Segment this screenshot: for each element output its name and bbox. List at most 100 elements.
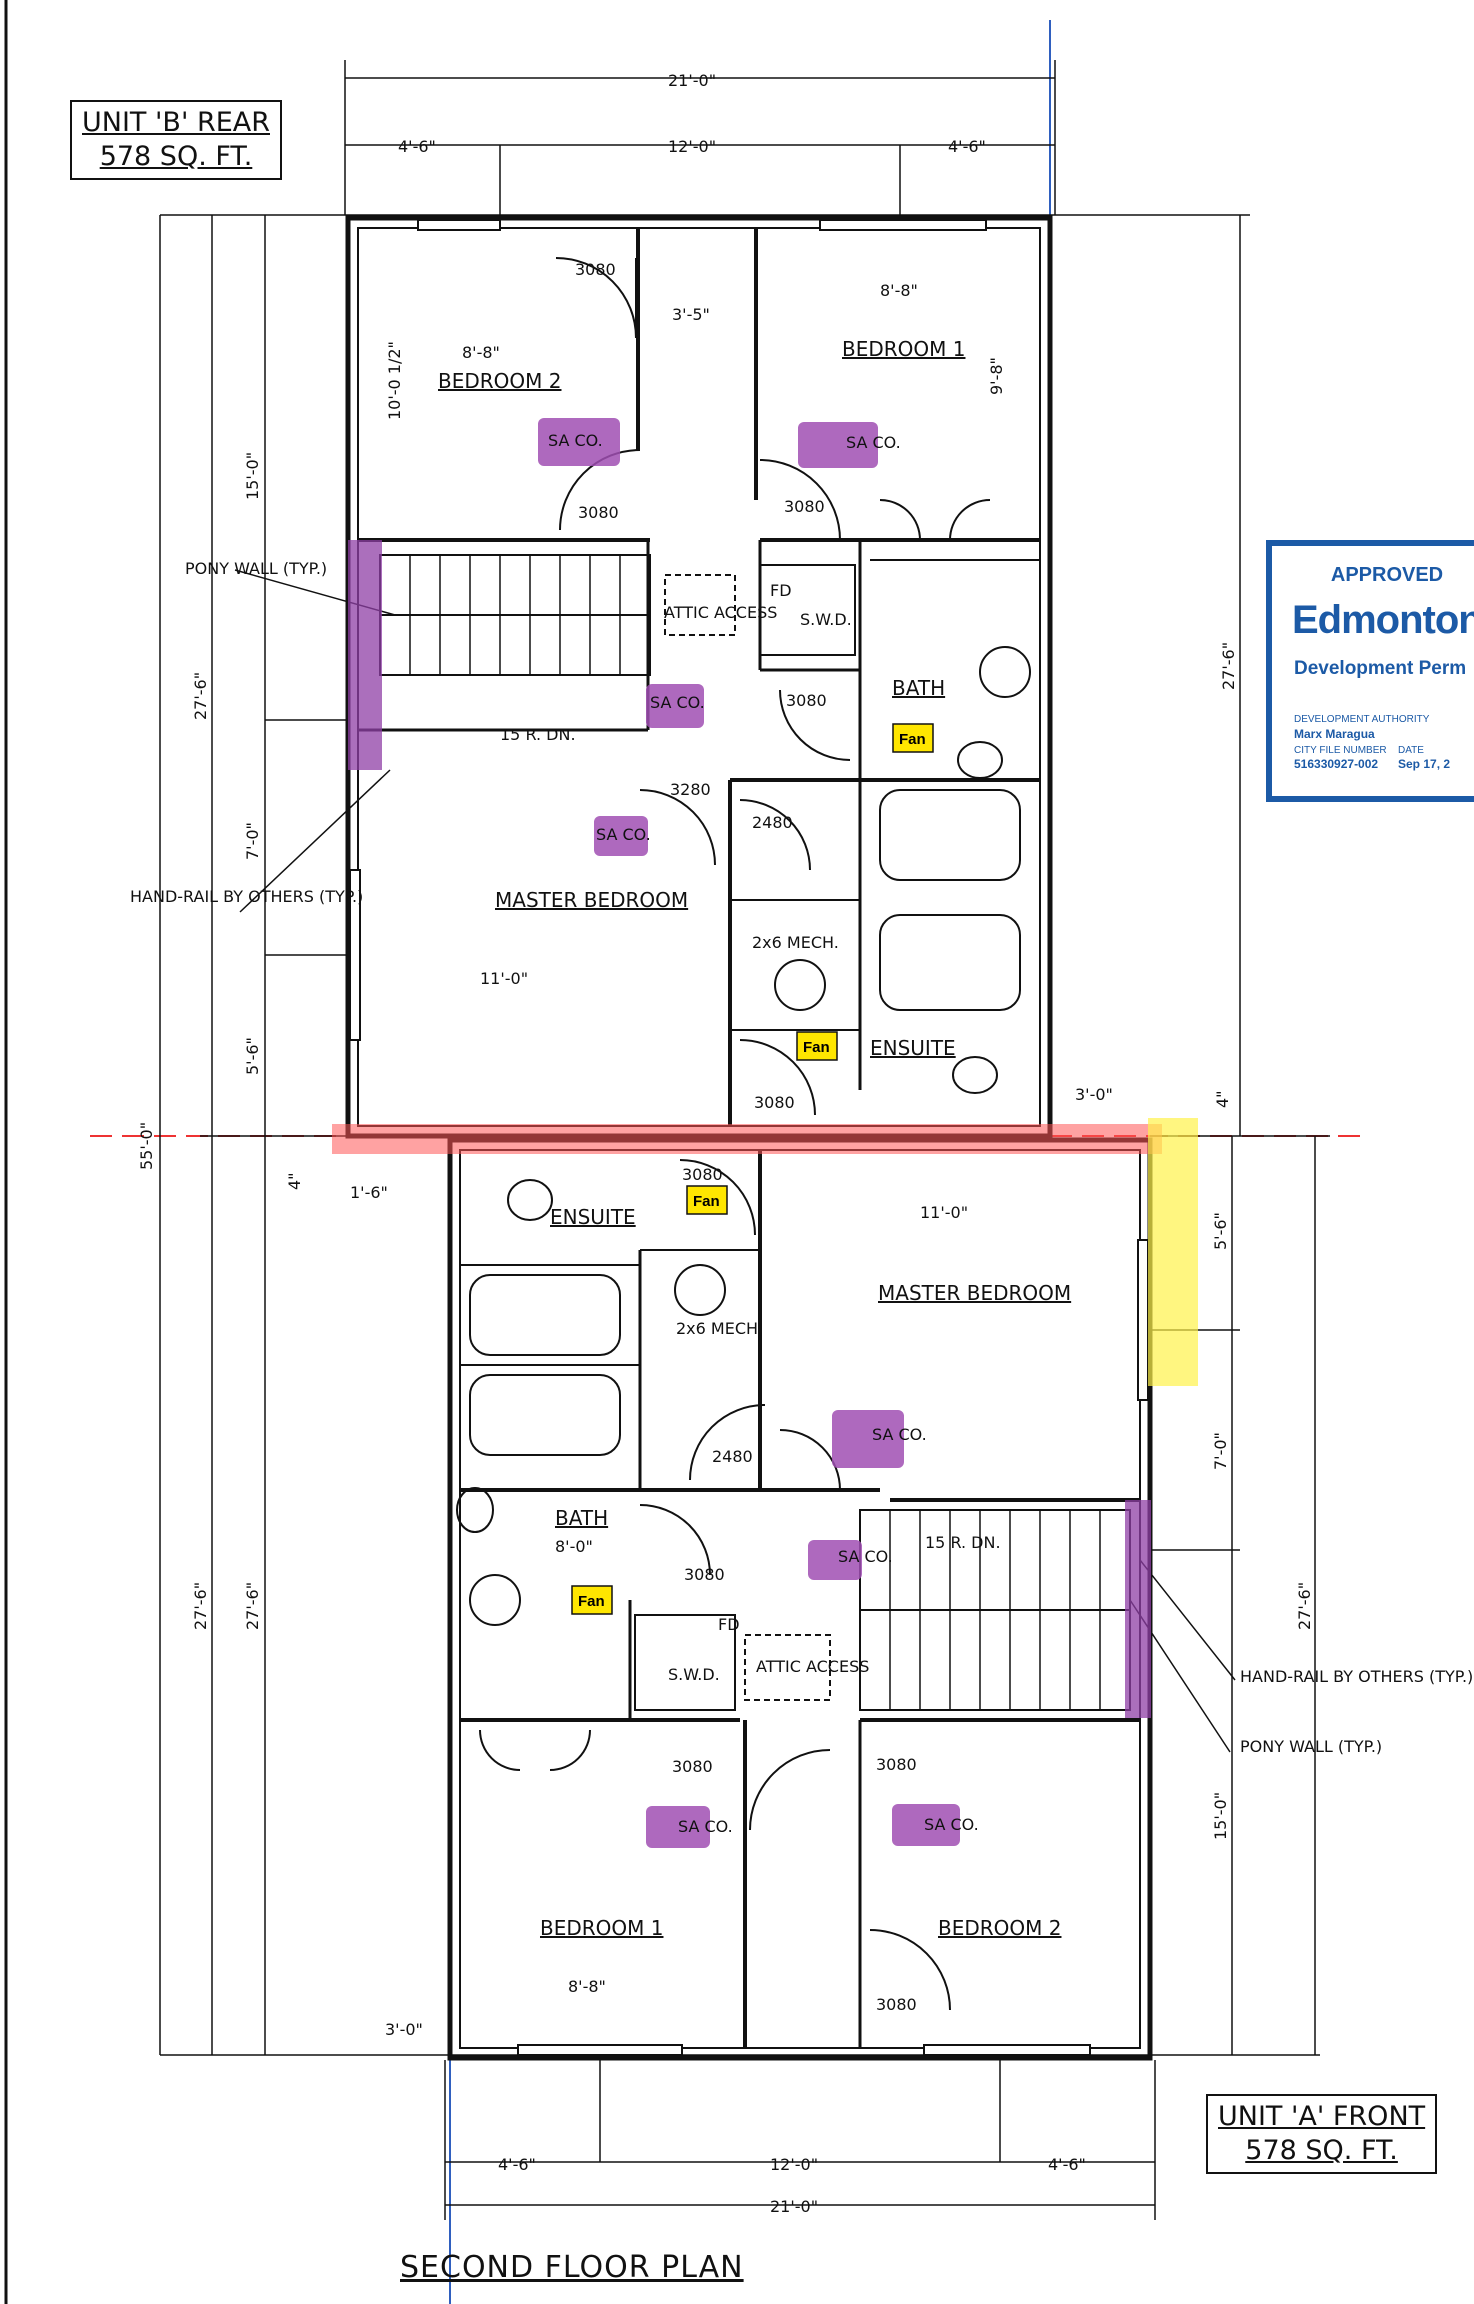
svg-text:Fan: Fan	[899, 731, 926, 748]
dim-unit-a-left-depth-1: 27'-6"	[191, 1582, 210, 1630]
unit-a-dim: 11'-0"	[920, 1203, 968, 1222]
dim-bottom-right: 4'-6"	[1048, 2155, 1086, 2174]
unit-b-door-tag: 3080	[578, 503, 619, 522]
dim-top-overall: 21'-0"	[668, 71, 716, 90]
dim-gap-30-top: 3'-0"	[1075, 1085, 1113, 1104]
unit-b-bedroom-1: BEDROOM 1	[842, 337, 965, 361]
dim-unit-a-right-15: 15'-0"	[1211, 1792, 1230, 1840]
unit-a-bedroom-1: BEDROOM 1	[540, 1916, 663, 1940]
svg-text:SA CO.: SA CO.	[924, 1815, 979, 1834]
svg-text:SA CO.: SA CO.	[596, 825, 651, 844]
sa-co-marker: SA CO.	[798, 422, 901, 468]
unit-b-mech: 2x6 MECH.	[752, 933, 839, 952]
approval-stamp: APPROVED Edmonton Development Perm DEVEL…	[1266, 540, 1474, 802]
dim-gap-30-bottom: 3'-0"	[385, 2020, 423, 2039]
svg-text:SA CO.: SA CO.	[872, 1425, 927, 1444]
fan-marker: Fan	[796, 1031, 838, 1061]
svg-text:SA CO.: SA CO.	[678, 1817, 733, 1836]
setback-highlight	[1148, 1118, 1198, 1386]
unit-a-stairs: 15 R. DN.	[925, 1533, 1001, 1552]
dim-unit-b-right-depth: 27'-6"	[1219, 642, 1238, 690]
unit-b-bedroom-2: BEDROOM 2	[438, 369, 561, 393]
unit-a-door-tag: 3080	[876, 1755, 917, 1774]
shared-wall-highlight	[332, 1124, 1162, 1154]
stamp-authority-label: DEVELOPMENT AUTHORITY	[1294, 714, 1430, 725]
dim-unit-a-left-depth-2: 27'-6"	[243, 1582, 262, 1630]
unit-a-area: 578 SQ. FT.	[1245, 2135, 1398, 2166]
stamp-date: Sep 17, 2	[1398, 757, 1451, 771]
svg-text:Fan: Fan	[693, 1193, 720, 1210]
sa-co-marker: SA CO.	[832, 1410, 927, 1468]
dim-unit-b-left-15: 15'-0"	[243, 452, 262, 500]
unit-a-ensuite: ENSUITE	[550, 1205, 636, 1229]
svg-text:Fan: Fan	[803, 1039, 830, 1056]
svg-text:SA CO.: SA CO.	[838, 1547, 893, 1566]
unit-b-master-bedroom: MASTER BEDROOM	[495, 888, 688, 912]
unit-b-dim: 10'-0 1/2"	[385, 341, 404, 420]
pony-wall-highlight-unit-a	[1125, 1500, 1151, 1718]
dim-unit-b-left-56: 5'-6"	[243, 1037, 262, 1075]
dim-unit-b-left-depth: 27'-6"	[191, 672, 210, 720]
svg-text:SA CO.: SA CO.	[846, 433, 901, 452]
unit-b-hand-rail: HAND-RAIL BY OTHERS (TYP.)	[130, 887, 363, 906]
unit-b-door-tag: 3080	[784, 497, 825, 516]
dim-bottom-left: 4'-6"	[498, 2155, 536, 2174]
sa-co-marker: SA CO.	[594, 816, 651, 856]
sa-co-marker: SA CO.	[646, 1806, 733, 1848]
unit-b-dim: 8'-8"	[880, 281, 918, 300]
stamp-status: APPROVED	[1330, 564, 1444, 586]
unit-b-ensuite: ENSUITE	[870, 1036, 956, 1060]
unit-a-swd: S.W.D.	[668, 1665, 720, 1684]
sa-co-markers: SA CO. SA CO. SA CO. SA CO. SA CO. SA CO…	[538, 418, 979, 1848]
unit-a-door-tag: 2480	[712, 1447, 753, 1466]
unit-b-door-tag: 3080	[575, 260, 616, 279]
fan-marker: Fan	[892, 723, 934, 753]
unit-b-swd: S.W.D.	[800, 610, 852, 629]
unit-a-dim: 8'-0"	[555, 1537, 593, 1556]
unit-b-dim: 11'-0"	[480, 969, 528, 988]
stamp-city-logo: Edmonton	[1292, 598, 1474, 642]
fan-marker: Fan	[686, 1185, 728, 1215]
unit-b-bath: BATH	[892, 676, 945, 700]
unit-a-attic-access: ATTIC ACCESS	[756, 1657, 869, 1676]
dim-gap-16: 1'-6"	[350, 1183, 388, 1202]
unit-b-dim: 3'-5"	[672, 305, 710, 324]
unit-b-dim: 9'-8"	[987, 357, 1006, 395]
unit-b-door-tag: 3280	[670, 780, 711, 799]
unit-b-door-tag: 3080	[786, 691, 827, 710]
unit-b-door-tag: 3080	[754, 1093, 795, 1112]
unit-b-fd: FD	[770, 581, 792, 600]
dim-unit-a-right-56: 5'-6"	[1211, 1212, 1230, 1250]
dim-top-right: 4'-6"	[948, 137, 986, 156]
dim-bottom-mid: 12'-0"	[770, 2155, 818, 2174]
plan-title: SECOND FLOOR PLAN	[400, 2250, 744, 2285]
unit-b-door-tag: 2480	[752, 813, 793, 832]
unit-b-stairs: 15 R. DN.	[500, 725, 576, 744]
unit-a-tag: UNIT 'A' FRONT 578 SQ. FT.	[1206, 2094, 1438, 2174]
stamp-date-label: DATE	[1398, 745, 1424, 756]
unit-b-tag: UNIT 'B' REAR 578 SQ. FT.	[70, 100, 282, 180]
dim-gap-4-right: 4"	[1213, 1090, 1232, 1108]
sa-co-marker: SA CO.	[538, 418, 620, 466]
svg-text:SA CO.: SA CO.	[548, 431, 603, 450]
dim-bottom-overall: 21'-0"	[770, 2197, 818, 2216]
unit-a-fd: FD	[718, 1615, 740, 1634]
unit-b-attic-access: ATTIC ACCESS	[664, 603, 777, 622]
dim-left-overall: 55'-0"	[137, 1122, 156, 1170]
unit-a-bedroom-2: BEDROOM 2	[938, 1916, 1061, 1940]
fan-marker: Fan	[571, 1585, 613, 1615]
unit-b-area: 578 SQ. FT.	[99, 141, 253, 172]
dim-top-mid: 12'-0"	[668, 137, 716, 156]
dim-gap-4: 4"	[285, 1172, 304, 1190]
unit-a-pony-wall: PONY WALL (TYP.)	[1240, 1737, 1382, 1756]
unit-a-bath: BATH	[555, 1506, 608, 1530]
unit-a-door-tag: 3080	[684, 1565, 725, 1584]
unit-a-mech: 2x6 MECH.	[676, 1319, 763, 1338]
dim-unit-a-right-depth: 27'-6"	[1295, 1582, 1314, 1630]
svg-text:Fan: Fan	[578, 1593, 605, 1610]
stamp-file-number: 516330927-002	[1294, 757, 1379, 771]
pony-wall-highlight-unit-b	[348, 540, 382, 770]
unit-a-door-tag: 3080	[876, 1995, 917, 2014]
stamp-authority-name: Marx Maragua	[1294, 727, 1375, 741]
sa-co-marker: SA CO.	[808, 1540, 893, 1580]
